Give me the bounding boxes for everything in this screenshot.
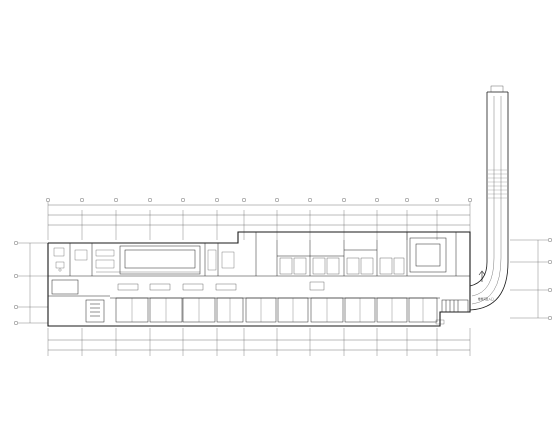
- middle-row-markers: [117, 281, 325, 291]
- ramp-hatch: [488, 169, 507, 199]
- left-axis-lines: [18, 242, 48, 324]
- ramp-corridor: [469, 91, 509, 311]
- bottom-axis-ticks: [47, 328, 471, 356]
- bottom-right-markers: [435, 319, 445, 325]
- entrance-note-label: 楼梯间及入口: [478, 297, 494, 301]
- bottom-dimension-lines: [48, 339, 470, 351]
- top-axis-bubbles: [46, 197, 473, 202]
- left-axis-bubbles: [13, 240, 18, 326]
- corridor-walls: [48, 275, 470, 299]
- right-stair-block: [441, 299, 469, 313]
- lower-shops: [115, 297, 438, 323]
- right-axis-bubbles: [548, 237, 553, 321]
- right-axis-lines: [510, 239, 548, 319]
- ramp-inner-lines: [471, 96, 502, 305]
- ramp-top-marker: [490, 85, 504, 93]
- entrance-arrow-icon: [478, 270, 486, 282]
- top-axis-ticks: [47, 200, 471, 240]
- equipment-markings-west: [53, 247, 235, 273]
- west-lower-room: [51, 279, 105, 323]
- building-outline: [47, 231, 471, 327]
- top-dimension-lines: [48, 204, 470, 226]
- upper-rooms-east: [255, 232, 457, 276]
- lower-shop-dividers: [131, 298, 424, 322]
- upper-rooms-west: [69, 243, 219, 276]
- stalls-upper-east: [279, 257, 405, 275]
